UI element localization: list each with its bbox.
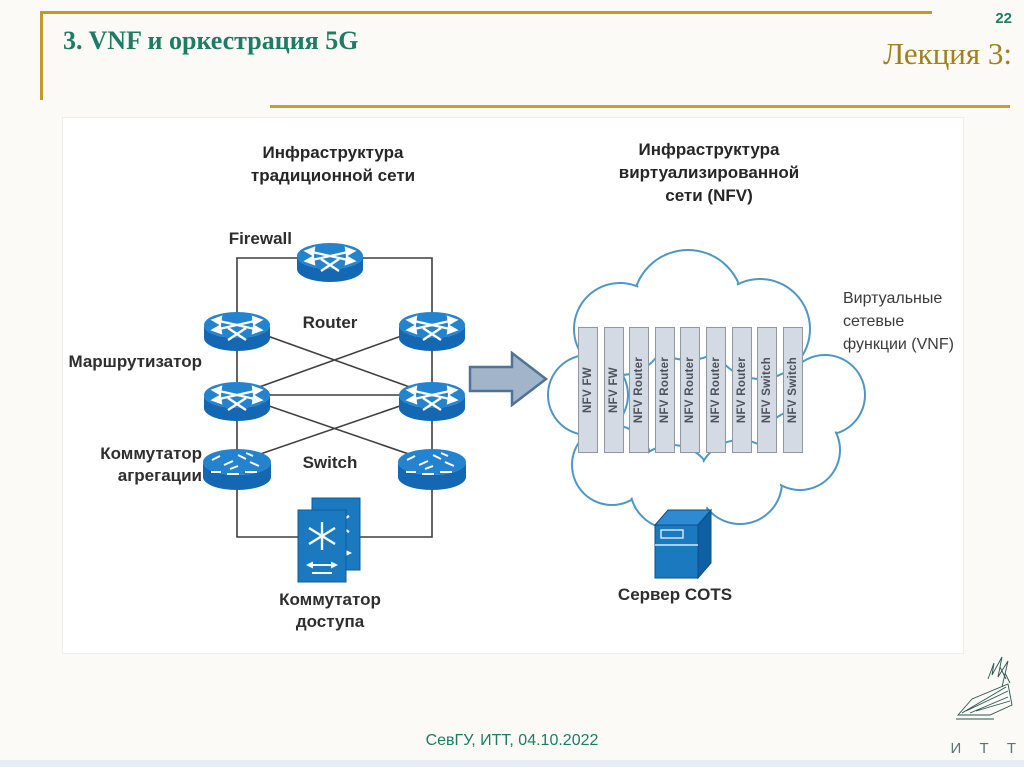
switch-label: Switch xyxy=(302,453,358,472)
nfv-bar: NFV Switch xyxy=(783,327,803,453)
vnf-note: Виртуальные сетевые функции (VNF) xyxy=(843,290,954,353)
nfv-bar: NFV Router xyxy=(655,327,675,453)
router-icon xyxy=(202,380,272,423)
nfv-bar: NFV Switch xyxy=(757,327,777,453)
logo-letters: И Т Т xyxy=(950,740,1016,757)
nfv-bar: NFV Router xyxy=(732,327,752,453)
nfv-bar: NFV Router xyxy=(706,327,726,453)
router-icon xyxy=(397,310,467,353)
router-icon xyxy=(202,310,272,353)
access-switch-label: Коммутатор доступа xyxy=(279,590,381,631)
lecture-label: Лекция 3: xyxy=(883,36,1012,71)
router-icon xyxy=(397,380,467,423)
aggregation-switch-label: Коммутатор агрегации xyxy=(100,444,202,485)
router-ru-label: Маршрутизатор xyxy=(68,352,202,371)
router-label: Router xyxy=(302,313,358,332)
bottom-strip xyxy=(0,760,1024,767)
logo-sketch xyxy=(956,656,1013,720)
header-rule-sub xyxy=(270,105,1010,108)
page-number: 22 xyxy=(995,10,1012,27)
firewall-label: Firewall xyxy=(228,229,292,248)
server-icon xyxy=(653,508,713,580)
left-diagram-heading: Инфраструктура традиционной сети xyxy=(250,143,416,185)
aggregation-switch-icon xyxy=(397,448,467,491)
nfv-bar: NFV FW xyxy=(604,327,624,453)
slide-footer: СевГУ, ИТТ, 04.10.2022 xyxy=(425,732,599,749)
firewall-icon xyxy=(295,241,365,284)
access-switch-icon xyxy=(296,508,348,584)
nfv-bar: NFV Router xyxy=(680,327,700,453)
nfv-bar: NFV FW xyxy=(578,327,598,453)
right-arrow-icon xyxy=(468,350,549,408)
nfv-bar: NFV Router xyxy=(629,327,649,453)
aggregation-switch-icon xyxy=(202,448,272,491)
slide-title: 3. VNF и оркестрация 5G xyxy=(63,26,359,55)
header-rule-left xyxy=(40,11,43,100)
header-rule-top xyxy=(43,11,932,14)
right-diagram-heading: Инфраструктура виртуализированной сети (… xyxy=(618,140,800,205)
server-label: Сервер COTS xyxy=(617,585,733,604)
